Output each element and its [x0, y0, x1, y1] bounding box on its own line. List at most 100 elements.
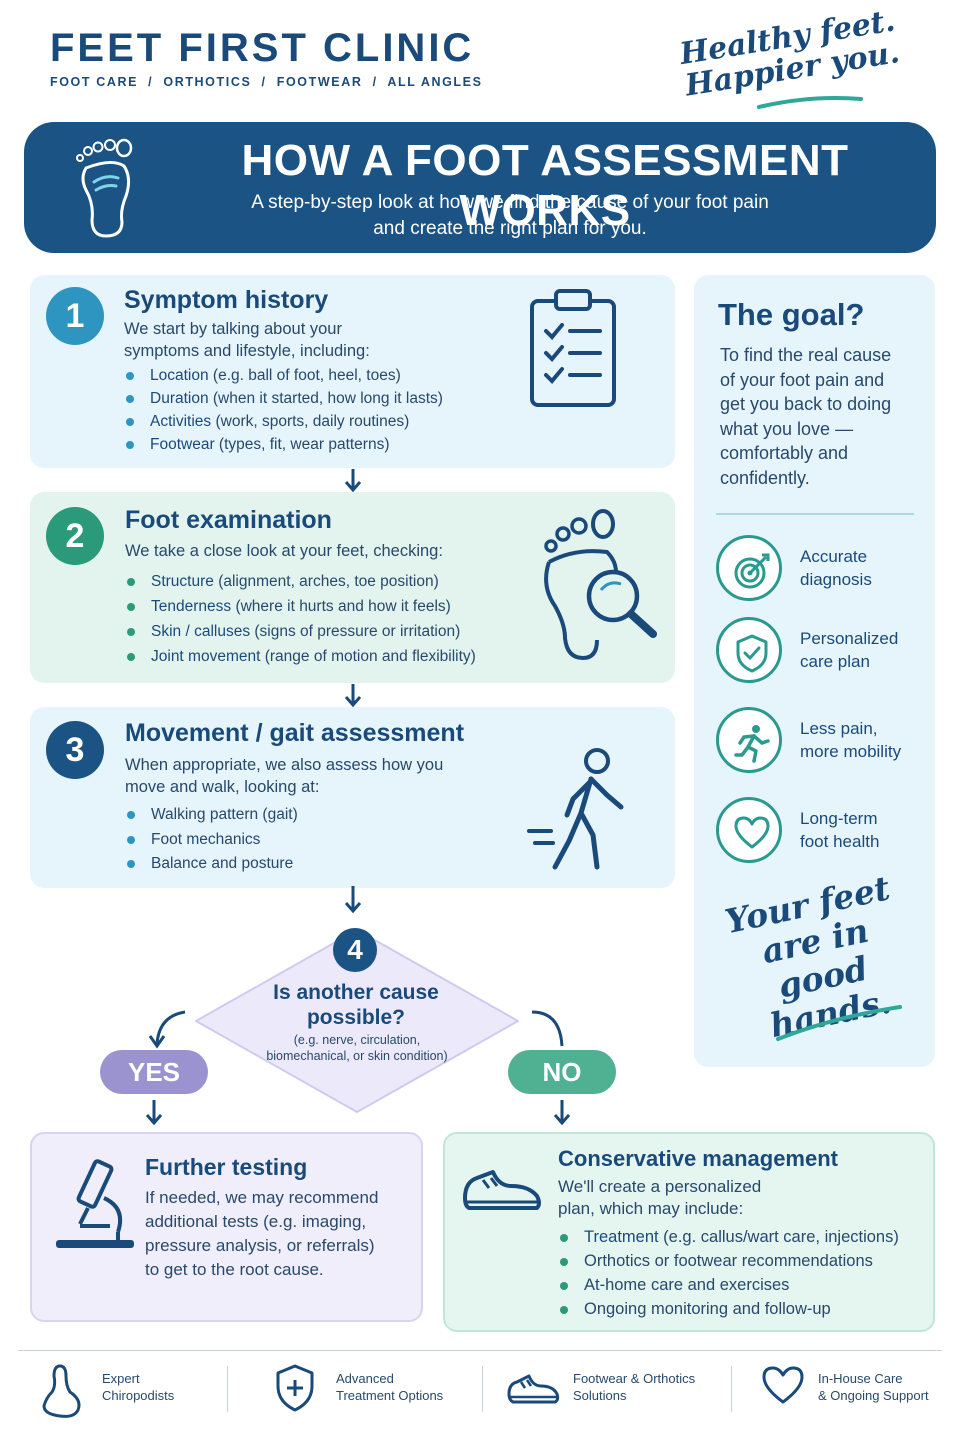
step-3-title: Movement / gait assessment: [125, 719, 465, 747]
footer-label-line1: Expert: [102, 1371, 140, 1386]
footer-label-line2: Treatment Options: [336, 1388, 444, 1403]
benefit-personalized-care: Personalized care plan: [716, 617, 926, 687]
step-3-intro: When appropriate, we also assess how you…: [125, 754, 443, 798]
step-3-intro-line1: When appropriate, we also assess how you: [125, 756, 444, 774]
list-item: Skin / calluses (signs of pressure or ir…: [125, 619, 476, 644]
brand: FEET FIRST CLINIC FOOT CARE / ORTHOTICS …: [50, 26, 483, 89]
goal-text-line: get you back to doing: [720, 394, 892, 414]
slogan-underline: [757, 96, 863, 109]
conservative-management-intro-line1: We'll create a personalized: [558, 1177, 762, 1196]
list-item: At-home care and exercises: [558, 1273, 899, 1297]
step-2-card: 2 Foot examination We take a close look …: [30, 492, 675, 683]
decision-note-line2: biomechanical, or skin condition): [266, 1049, 448, 1063]
footer-separator: [227, 1366, 228, 1412]
goal-text-line: comfortably and: [720, 443, 849, 463]
benefit-label-line1: Accurate: [800, 547, 868, 566]
goal-title: The goal?: [718, 297, 865, 332]
footer-separator: [482, 1366, 483, 1412]
microscope-icon: [56, 1159, 134, 1248]
conservative-management-intro: We'll create a personalized plan, which …: [558, 1176, 761, 1220]
arrow-down-icon: [344, 469, 362, 493]
list-item: Location (e.g. ball of foot, heel, toes): [124, 364, 443, 387]
goal-panel: The goal? To find the real cause of your…: [694, 275, 935, 1067]
foot-outline-icon: [42, 1364, 81, 1418]
running-person-icon: [734, 725, 770, 763]
curved-arrow-left-icon: [148, 1010, 186, 1049]
list-item: Balance and posture: [125, 852, 298, 877]
conservative-management-title: Conservative management: [558, 1146, 838, 1171]
walking-person-icon: [527, 748, 624, 870]
subtitle-line1: A step-by-step look at how we find the c…: [251, 192, 769, 213]
list-item: Structure (alignment, arches, toe positi…: [125, 569, 476, 594]
list-item: Foot mechanics: [125, 828, 298, 853]
heart-icon: [734, 816, 770, 849]
step-4-number: 4: [333, 928, 377, 972]
benefit-label-line2: more mobility: [800, 742, 902, 761]
slogan: Healthy feet. Happier you.: [676, 3, 903, 103]
heart-outline-icon: [762, 1366, 804, 1404]
benefit-less-pain: Less pain, more mobility: [716, 707, 926, 777]
further-testing-line: pressure analysis, or referrals): [145, 1236, 375, 1255]
further-testing-text: If needed, we may recommend additional t…: [145, 1186, 378, 1282]
step-3-number: 3: [46, 721, 104, 779]
benefit-label-line1: Long-term: [800, 809, 878, 828]
goal-text-line: To find the real cause: [720, 345, 892, 365]
further-testing-line: additional tests (e.g. imaging,: [145, 1212, 367, 1231]
footer-item-support: In-House Care & Ongoing Support: [760, 1362, 940, 1420]
step-2-intro: We take a close look at your feet, check…: [125, 540, 443, 562]
list-item: Orthotics or footwear recommendations: [558, 1249, 899, 1273]
further-testing-line: to get to the root cause.: [145, 1260, 324, 1279]
page-title: HOW A FOOT ASSESSMENT WORKS: [241, 136, 849, 235]
decision-note: (e.g. nerve, circulation, biomechanical,…: [252, 1032, 462, 1064]
decision-note-line1: (e.g. nerve, circulation,: [293, 1033, 421, 1047]
shoe-icon: [507, 1374, 560, 1404]
footer-divider: [18, 1350, 942, 1351]
footer-label-line2: & Ongoing Support: [818, 1388, 929, 1403]
step-1-intro-line2: symptoms and lifestyle, including:: [124, 342, 370, 360]
goal-text-line: confidently.: [720, 467, 810, 488]
arrow-down-icon: [344, 886, 362, 914]
conservative-management-list: Treatment (e.g. callus/wart care, inject…: [558, 1225, 899, 1321]
brand-tagline: FOOT CARE / ORTHOTICS / FOOTWEAR / ALL A…: [50, 75, 483, 89]
footer-item-chiropodists: Expert Chiropodists: [38, 1362, 218, 1420]
benefit-label-line2: diagnosis: [800, 570, 872, 589]
list-item: Ongoing monitoring and follow-up: [558, 1297, 899, 1321]
step-1-list: Location (e.g. ball of foot, heel, toes)…: [124, 364, 443, 456]
list-item: Activities (work, sports, daily routines…: [124, 410, 443, 433]
shield-check-icon: [736, 634, 768, 673]
step-3-intro-line2: move and walk, looking at:: [125, 778, 320, 796]
step-1-title: Symptom history: [124, 286, 329, 314]
further-testing-line: If needed, we may recommend: [145, 1188, 379, 1207]
yes-badge: YES: [100, 1050, 208, 1094]
step-3-card: 3 Movement / gait assessment When approp…: [30, 707, 675, 888]
step-1-card: 1 Symptom history We start by talking ab…: [30, 275, 675, 468]
footer-item-treatment: Advanced Treatment Options: [272, 1362, 472, 1420]
arrow-down-icon: [145, 1100, 163, 1126]
benefit-label-line2: care plan: [800, 652, 870, 671]
goal-divider: [716, 513, 914, 515]
goal-script-underline: [776, 1005, 902, 1041]
goal-text-line: what you love —: [720, 418, 854, 439]
list-item: Duration (when it started, how long it l…: [124, 387, 443, 410]
benefit-accurate-diagnosis: Accurate diagnosis: [716, 535, 926, 605]
arrow-down-icon: [553, 1100, 571, 1126]
decision-diamond: [195, 929, 519, 1113]
brand-name: FEET FIRST CLINIC: [50, 26, 475, 70]
benefit-long-term-health: Long-term foot health: [716, 797, 926, 867]
curved-arrow-right-icon: [531, 1010, 564, 1047]
benefit-label-line2: foot health: [800, 832, 880, 851]
list-item: Walking pattern (gait): [125, 803, 298, 828]
foot-magnifier-icon: [544, 509, 657, 661]
clipboard-checklist-icon: [530, 289, 616, 407]
step-1-intro-line1: We start by talking about your: [124, 320, 342, 338]
no-badge: NO: [508, 1050, 616, 1094]
step-1-number: 1: [46, 287, 104, 345]
target-icon: [734, 553, 770, 589]
footer-label-line2: Solutions: [573, 1388, 627, 1403]
goal-text-line: of your foot pain and: [720, 369, 885, 390]
benefit-label-line1: Personalized: [800, 629, 899, 648]
footer-separator: [731, 1366, 732, 1412]
step-2-title: Foot examination: [125, 506, 332, 534]
decision-question-line1: Is another cause: [273, 981, 439, 1004]
list-item: Treatment (e.g. callus/wart care, inject…: [558, 1225, 899, 1249]
